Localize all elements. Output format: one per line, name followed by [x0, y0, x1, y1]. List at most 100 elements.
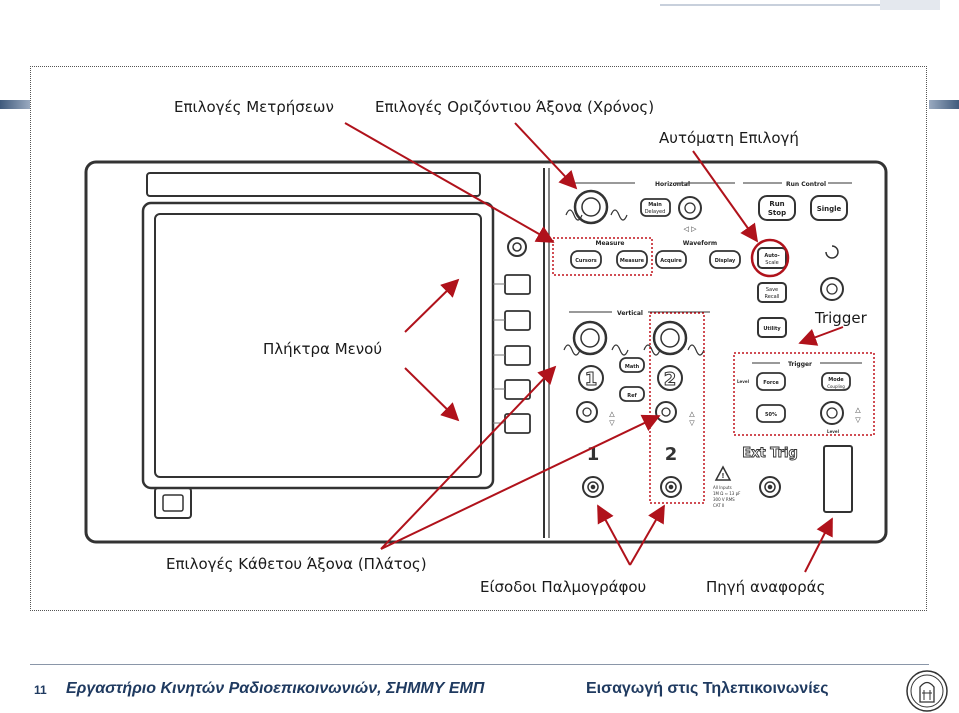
measure-section-label: Measure [596, 240, 625, 247]
svg-text:1: 1 [585, 369, 598, 390]
callout-arrows [344, 122, 844, 573]
force-button [756, 372, 786, 391]
single-button [810, 195, 848, 221]
mode-coupling-button [821, 372, 851, 391]
ref-button [619, 386, 645, 402]
svg-text:50%: 50% [765, 412, 777, 418]
reset-arrow-icon [825, 245, 839, 259]
footer-lab-name: Εργαστήριο Κινητών Ραδιοεπικοινωνιών, ΣΗ… [66, 680, 485, 697]
math-button [619, 357, 645, 373]
university-seal-logo [906, 670, 948, 712]
trigger-callout-box [733, 352, 875, 436]
svg-text:▽: ▽ [609, 419, 615, 427]
svg-text:All Inputs: All Inputs [713, 485, 732, 490]
ch1-volts-knob [572, 320, 608, 356]
cursors-button [570, 250, 602, 269]
screen-bezel [141, 201, 495, 490]
right-accent-bar [929, 100, 959, 109]
autoscale-highlight [750, 238, 790, 278]
label-trigger-source: Πηγή αναφοράς [706, 578, 826, 596]
svg-text:△: △ [689, 410, 695, 418]
run-stop-button [758, 195, 796, 221]
svg-text:Level: Level [827, 429, 840, 434]
slide-number: 11 [34, 683, 47, 697]
auto-scale-button [757, 247, 787, 269]
ch2-button [657, 365, 683, 391]
scope-body [84, 160, 888, 544]
arrow-menu-upper [404, 278, 460, 333]
arrow-vertical-ch2 [380, 414, 661, 550]
arrow-horizontal [514, 122, 578, 190]
svg-text:Display: Display [715, 258, 736, 264]
svg-text:Math: Math [625, 364, 640, 370]
svg-text:▽: ▽ [689, 419, 695, 427]
right-slot [823, 445, 853, 513]
measure-callout-box [552, 237, 653, 276]
ch1-button [578, 365, 604, 391]
ch2-callout-box [649, 312, 705, 504]
svg-text:2: 2 [664, 369, 677, 390]
horizontal-position-knob [678, 196, 702, 220]
footer-divider [30, 664, 929, 665]
label-menu-keys: Πλήκτρα Μενού [263, 340, 382, 358]
trigger-aux-knob [820, 277, 844, 301]
intensity-knob [507, 237, 527, 257]
figure-frame [30, 66, 927, 611]
arrow-measure [344, 122, 555, 243]
svg-text:Auto-: Auto- [764, 253, 779, 259]
menu-softkeys [504, 274, 531, 434]
screen [154, 213, 482, 478]
label-autoscale: Αυτόματη Επιλογή [659, 129, 799, 147]
arrow-autoscale [692, 150, 759, 243]
arrow-ext-source [804, 517, 833, 573]
arrow-input-ch1 [597, 504, 631, 566]
svg-text:Measure: Measure [620, 258, 645, 264]
svg-text:1M Ω ≈ 13 pF: 1M Ω ≈ 13 pF [713, 491, 741, 496]
arrow-input-ch2 [629, 504, 665, 566]
display-button [709, 250, 741, 269]
fifty-percent-button [756, 404, 786, 423]
ext-trig-label: Ext Trig [742, 446, 798, 461]
svg-text:Save: Save [766, 287, 778, 293]
ch2-input-label: 2 [665, 444, 678, 465]
label-vertical-options: Επιλογές Κάθετου Άξονα (Πλάτος) [166, 555, 427, 573]
svg-text:Main: Main [648, 202, 662, 208]
main-delayed-button [640, 198, 671, 217]
label-measure-options: Επιλογές Μετρήσεων [174, 98, 334, 116]
svg-text:Single: Single [817, 205, 842, 213]
ext-trig-bnc-input [759, 476, 781, 498]
acquire-button [655, 250, 687, 269]
svg-text:Mode: Mode [828, 377, 844, 383]
svg-text:Recall: Recall [765, 294, 780, 300]
trigger-section-label: Trigger [788, 361, 812, 368]
label-scope-inputs: Είσοδοι Παλμογράφου [480, 578, 647, 596]
utility-button [757, 317, 787, 338]
svg-text:Scale: Scale [765, 260, 778, 266]
trigger-level-knob [820, 401, 844, 425]
horizontal-scale-knob [573, 189, 609, 225]
arrow-trigger [798, 326, 844, 346]
svg-text:Delayed: Delayed [645, 209, 666, 215]
svg-text:300 V RMS: 300 V RMS [713, 497, 735, 502]
svg-text:Level: Level [737, 379, 750, 384]
top-slot [146, 172, 481, 197]
svg-text:!: ! [721, 472, 724, 480]
ch2-position-knob [655, 401, 677, 423]
ch2-volts-knob [652, 320, 688, 356]
svg-text:CAT II: CAT II [713, 503, 724, 508]
ch1-bnc-input [582, 476, 604, 498]
waveform-section-label: Waveform [683, 240, 717, 247]
arrow-vertical-ch1 [380, 365, 557, 550]
ch2-bnc-input [660, 476, 682, 498]
svg-text:Coupling: Coupling [827, 384, 845, 389]
run-control-label: Run Control [786, 181, 826, 188]
save-recall-button [757, 282, 787, 303]
ch1-position-knob [576, 401, 598, 423]
svg-text:△: △ [609, 410, 615, 418]
footer-course-name: Εισαγωγή στις Τηλεπικοινωνίες [586, 680, 829, 697]
svg-text:Stop: Stop [768, 209, 786, 217]
top-decoration [0, 0, 959, 14]
svg-text:Cursors: Cursors [575, 258, 597, 264]
vertical-section-label: Vertical [617, 310, 643, 317]
